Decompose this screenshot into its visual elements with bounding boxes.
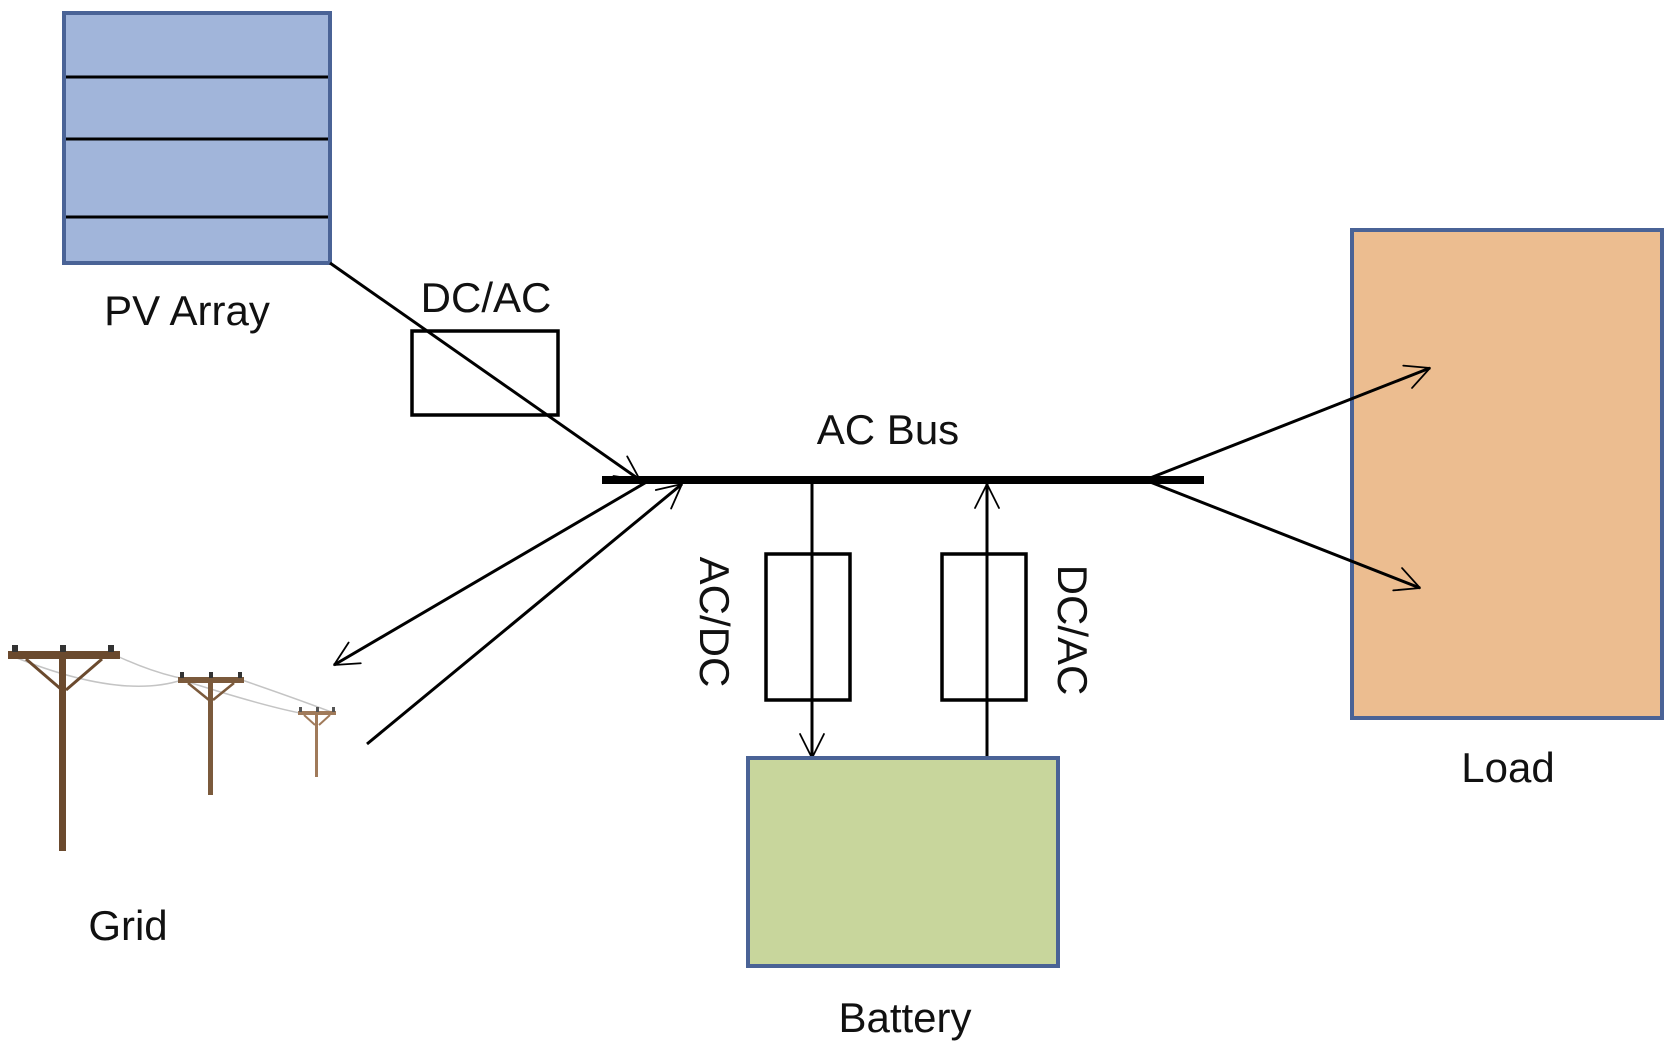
pv-converter-label: DC/AC bbox=[421, 274, 552, 321]
bus-to-load-arrow-lower bbox=[1144, 478, 1421, 592]
charger-label: AC/DC bbox=[691, 557, 738, 688]
bus-to-load-arrow-upper bbox=[1144, 364, 1431, 482]
utility-pole-large bbox=[8, 645, 120, 851]
power-wire bbox=[11, 655, 183, 687]
battery-label: Battery bbox=[838, 994, 971, 1041]
pv-to-bus-arrow bbox=[329, 261, 641, 482]
utility-pole-medium bbox=[178, 672, 244, 795]
pv-converter-box bbox=[410, 329, 560, 417]
load-label: Load bbox=[1461, 744, 1554, 791]
load-box bbox=[1350, 228, 1664, 720]
power-wire bbox=[241, 679, 335, 714]
battery-box bbox=[746, 756, 1060, 968]
grid-to-bus-arrow bbox=[366, 482, 683, 746]
pv-array-label: PV Array bbox=[104, 287, 270, 334]
discharger-box bbox=[940, 552, 1028, 702]
charger-box bbox=[764, 552, 852, 702]
power-wire bbox=[181, 679, 301, 714]
utility-pole-small bbox=[298, 707, 336, 777]
power-line-icon bbox=[8, 645, 336, 851]
bus-to-grid-arrow bbox=[333, 478, 651, 667]
grid-label: Grid bbox=[88, 902, 167, 949]
ac-bus-label: AC Bus bbox=[817, 406, 959, 453]
discharger-label: DC/AC bbox=[1049, 565, 1096, 696]
pv-array bbox=[62, 11, 332, 265]
